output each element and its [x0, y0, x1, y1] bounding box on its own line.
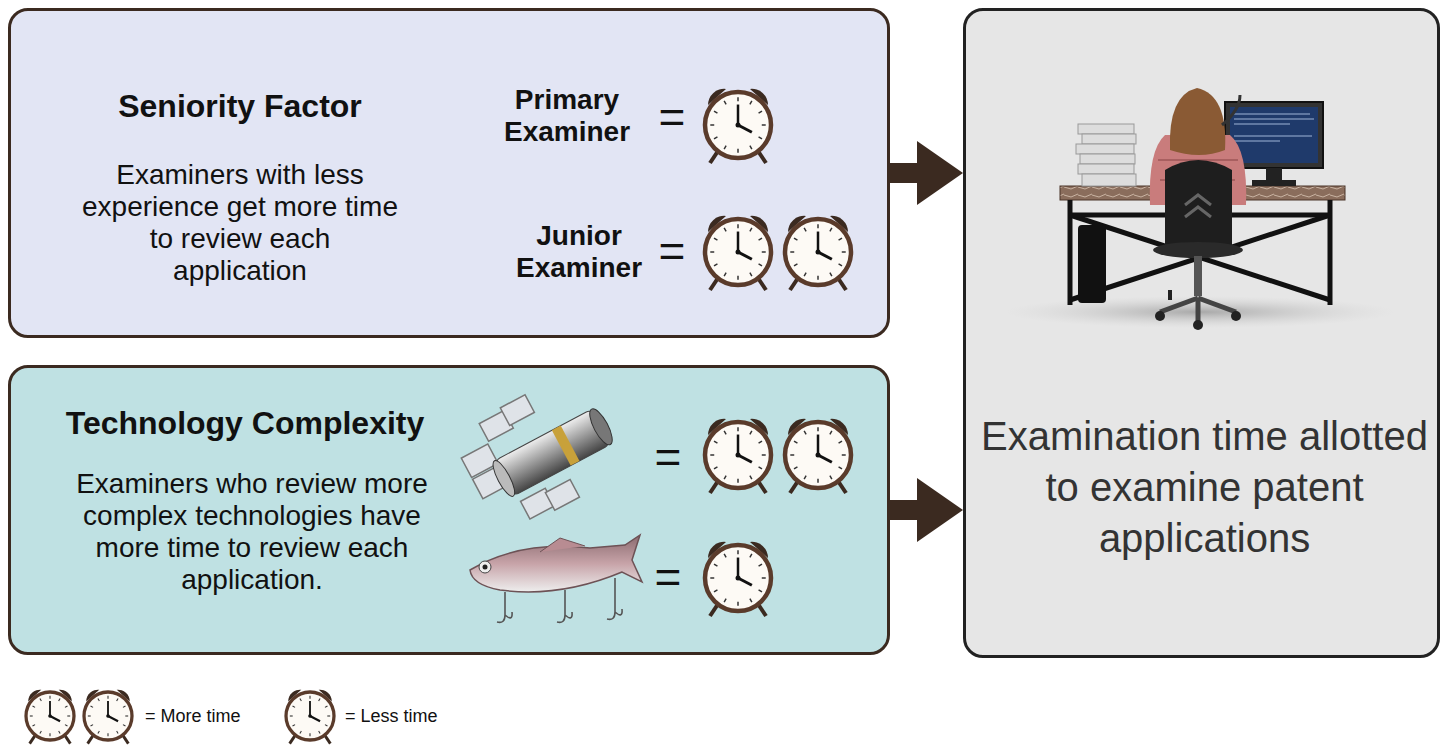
equals-sign: =: [655, 226, 689, 276]
panel-heading: Technology Complexity: [25, 404, 465, 442]
result-text: Examination time allotted to examine pat…: [980, 411, 1429, 564]
alarm-clock: [84, 690, 132, 744]
equals-sign: =: [651, 552, 685, 602]
examiner-label: Junior Examiner: [489, 220, 669, 284]
panel-body: Examiners who review more complex techno…: [57, 468, 447, 596]
flow-arrow: [890, 500, 917, 520]
satellite-illustration: [449, 367, 631, 537]
panel-body: Examiners with less experience get more …: [80, 159, 400, 287]
clock-icons: [26, 89, 851, 744]
legend-text: = More time: [145, 705, 241, 727]
examiner-at-desk-illustration: [1005, 88, 1395, 330]
examiner-label: Primary Examiner: [477, 84, 657, 148]
alarm-clock: [286, 690, 334, 744]
alarm-clock: [26, 690, 74, 744]
alarm-clock: [785, 419, 851, 493]
legend-text: = Less time: [345, 705, 438, 727]
equals-sign: =: [651, 432, 685, 482]
seniority-panel: Seniority FactorExaminers with less expe…: [8, 8, 890, 338]
alarm-clock: [705, 542, 771, 616]
flow-arrow: [890, 163, 917, 183]
alarm-clock: [705, 89, 771, 163]
complexity-panel: Technology ComplexityExaminers who revie…: [8, 365, 890, 655]
alarm-clock: [705, 216, 771, 290]
equals-sign: =: [655, 92, 689, 142]
alarm-clock: [785, 216, 851, 290]
fishing-lure-illustration: [470, 535, 642, 622]
alarm-clock: [705, 419, 771, 493]
panel-heading: Seniority Factor: [65, 87, 415, 125]
